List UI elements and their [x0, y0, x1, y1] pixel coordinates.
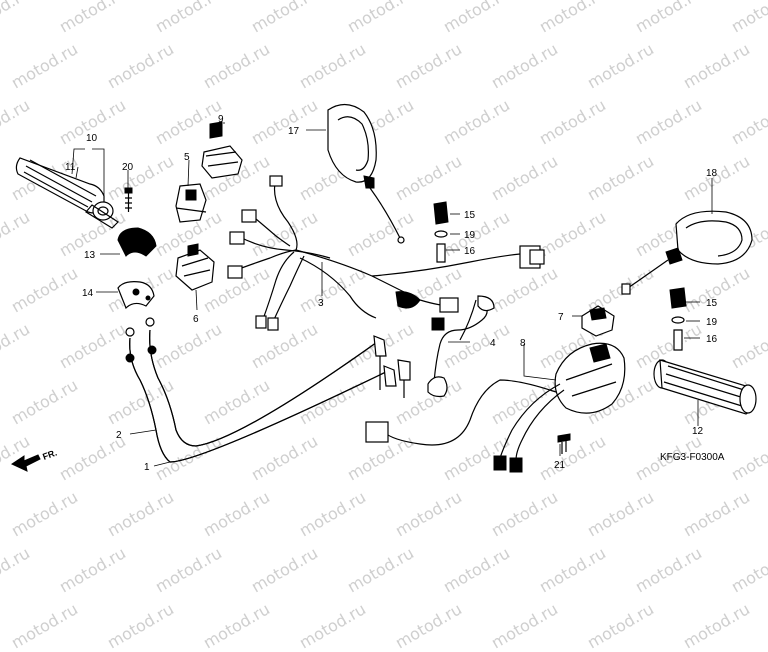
watermark-text: motod.ru — [680, 599, 754, 652]
watermark-text: motod.ru — [296, 599, 370, 652]
direction-label: FR. — [41, 448, 58, 462]
switch-6 — [175, 243, 215, 291]
watermark-text: motod.ru — [200, 599, 274, 652]
watermark-text: motod.ru — [104, 599, 178, 652]
callout-19-left: 19 — [464, 230, 476, 241]
callout-4: 4 — [490, 338, 496, 349]
callout-8: 8 — [520, 338, 526, 349]
callout-11: 11 — [65, 162, 76, 173]
callout-16-right: 16 — [706, 334, 718, 345]
callout-10: 10 — [86, 133, 98, 144]
callout-18: 18 — [706, 168, 718, 179]
callout-21: 21 — [554, 460, 566, 471]
callout-7: 7 — [558, 312, 564, 323]
callout-20: 20 — [122, 162, 134, 173]
mirror-mount-right — [669, 287, 687, 351]
callout-labels: 10 11 20 13 14 5 9 6 3 4 17 18 15 19 16 … — [65, 114, 718, 473]
housing-upper-13 — [117, 227, 157, 257]
leader-lines — [71, 122, 713, 467]
screw-20 — [124, 187, 133, 212]
wire-harness-3 — [227, 175, 545, 331]
watermark-text: motod.ru — [8, 599, 82, 652]
diagram-code: KFG3-F0300A — [660, 452, 725, 463]
right-grip-12 — [653, 359, 757, 415]
mirror-left-17 — [327, 103, 405, 244]
callout-2: 2 — [116, 430, 122, 441]
direction-indicator: FR. — [10, 448, 58, 472]
switch-lead-4 — [427, 295, 495, 398]
callout-12: 12 — [692, 426, 704, 437]
throttle-cables-1-2 — [125, 317, 411, 463]
callout-5: 5 — [184, 152, 190, 163]
screw-21 — [557, 433, 571, 454]
mirror-mount-left — [433, 201, 449, 263]
housing-lower-14 — [117, 281, 155, 310]
callout-19-right: 19 — [706, 317, 718, 328]
front-arrow-icon — [10, 454, 41, 472]
relay-9 — [201, 121, 243, 179]
callout-9: 9 — [218, 114, 224, 125]
callout-15-right: 15 — [706, 298, 718, 309]
mirror-right-18 — [621, 210, 753, 295]
switch-5 — [175, 183, 207, 223]
watermark-text: motod.ru — [392, 599, 466, 652]
throttle-grip — [15, 157, 119, 229]
callout-17: 17 — [288, 126, 300, 137]
callout-13: 13 — [84, 250, 96, 261]
right-switch-8 — [365, 342, 626, 473]
callout-15-left: 15 — [464, 210, 476, 221]
watermark-text: motod.ru — [488, 599, 562, 652]
watermark-text: motod.ru — [584, 599, 658, 652]
callout-3: 3 — [318, 298, 324, 309]
switch-7 — [581, 305, 615, 337]
callout-6: 6 — [193, 314, 199, 325]
callout-14: 14 — [82, 288, 94, 299]
callout-16-left: 16 — [464, 246, 476, 257]
parts-diagram: 10 11 20 13 14 5 9 6 3 4 17 18 15 19 16 … — [10, 103, 757, 473]
callout-1: 1 — [144, 462, 150, 473]
